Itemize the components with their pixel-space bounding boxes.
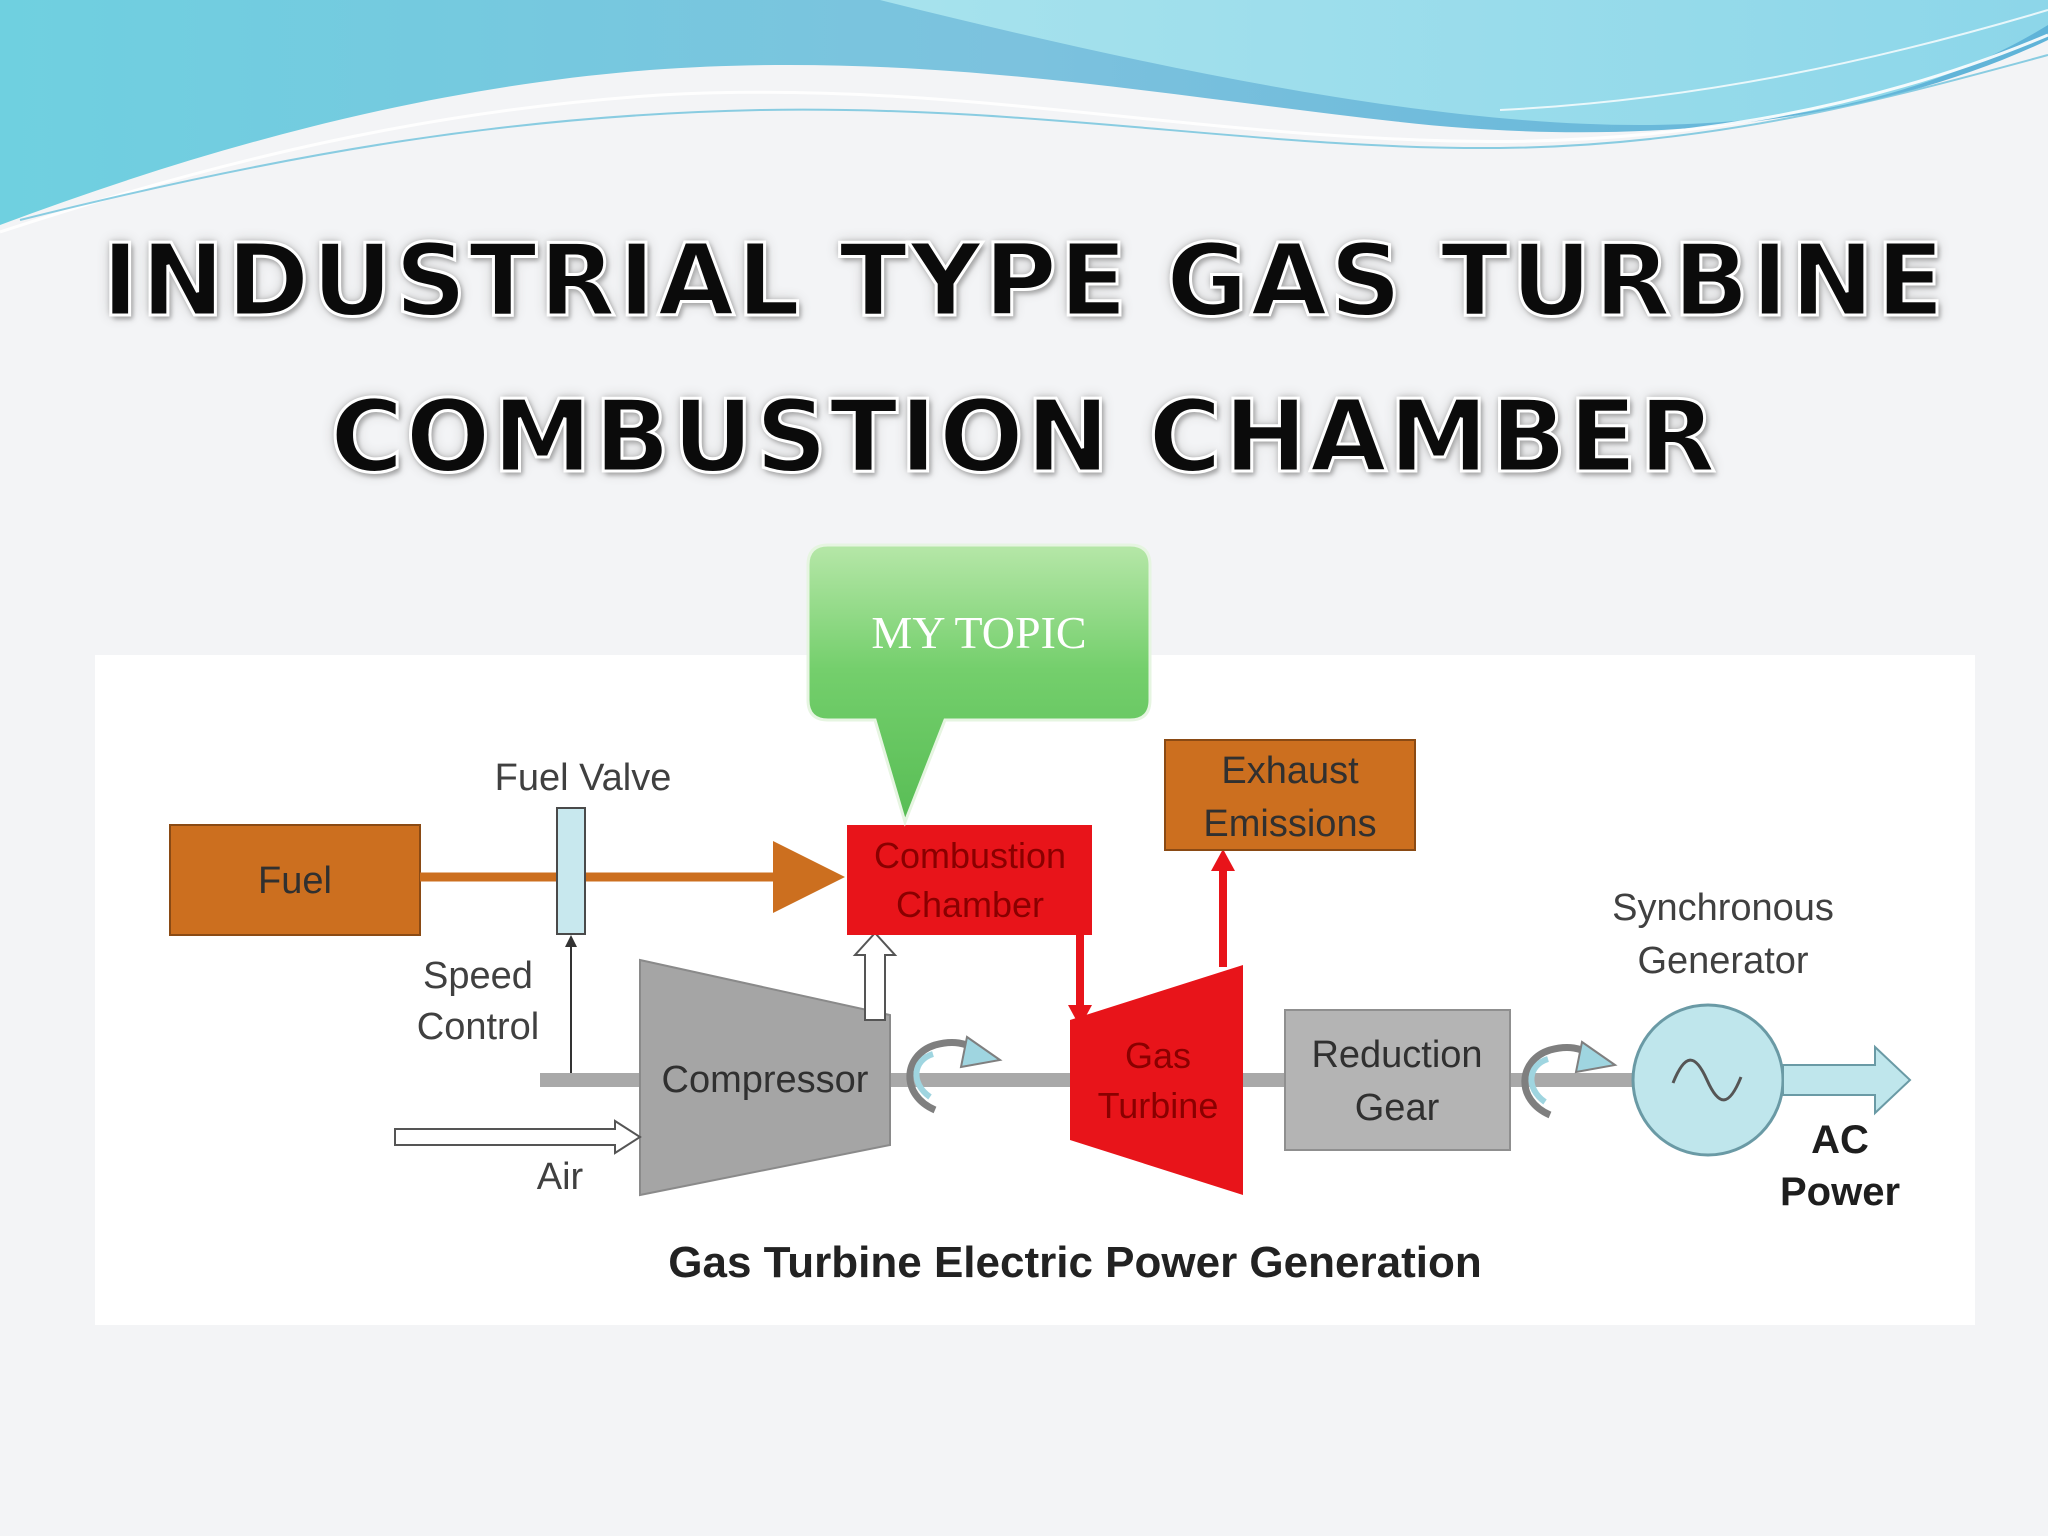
ac-power-label-1: AC [1811, 1118, 1869, 1162]
combustion-chamber-label-2: Chamber [896, 884, 1044, 925]
diagram-caption: Gas Turbine Electric Power Generation [668, 1238, 1481, 1287]
speed-control-label-1: Speed [423, 955, 533, 997]
exhaust-emissions-box [1164, 739, 1416, 851]
fuel-valve-label: Fuel Valve [495, 757, 672, 799]
air-label: Air [537, 1156, 584, 1198]
diagram-panel: Fuel Fuel Valve Speed Control Compressor… [95, 655, 1975, 1325]
speed-control-label-2: Control [417, 1006, 540, 1048]
compressed-air-arrow [852, 931, 898, 1021]
ac-power-arrow [1782, 1044, 1912, 1116]
exhaust-arrowhead [1211, 849, 1235, 871]
synchronous-generator-label-1: Synchronous [1612, 887, 1834, 929]
speed-control-arrowhead [565, 935, 577, 947]
fuel-label: Fuel [258, 860, 332, 902]
ac-power-label-2: Power [1780, 1170, 1900, 1214]
reduction-gear-box [1284, 1009, 1511, 1151]
fuel-valve-icon [556, 807, 586, 935]
compressor-label: Compressor [662, 1059, 869, 1101]
gas-turbine-shape [1070, 965, 1243, 1195]
reduction-gear-label-2: Gear [1355, 1087, 1440, 1129]
callout-label: MY TOPIC [871, 607, 1086, 658]
air-arrow [394, 1119, 642, 1155]
reduction-gear-label-1: Reduction [1311, 1034, 1482, 1076]
gas-turbine-label-1: Gas [1125, 1035, 1191, 1076]
exhaust-emissions-label-1: Exhaust [1221, 750, 1359, 792]
slide-title-line-1: INDUSTRIAL TYPE GAS TURBINE [100, 221, 1947, 341]
exhaust-emissions-label-2: Emissions [1203, 803, 1376, 845]
header-wave-decoration [0, 0, 2048, 234]
gas-turbine-diagram: Fuel Fuel Valve Speed Control Compressor… [169, 739, 1912, 1287]
combustion-chamber-label-1: Combustion [874, 835, 1066, 876]
sine-wave-icon [1671, 1058, 1743, 1102]
gas-turbine-label-2: Turbine [1098, 1085, 1219, 1126]
chamber-to-turbine-arrowhead [1068, 1005, 1092, 1027]
rotation-arrow-icon-2 [1521, 1040, 1618, 1119]
compressor-shape [639, 958, 891, 1197]
combustion-chamber-box [847, 825, 1092, 935]
synchronous-generator-label-2: Generator [1637, 940, 1808, 982]
slide-title-line-2: COMBUSTION CHAMBER [329, 377, 1718, 497]
rotation-arrow-icon-1 [906, 1035, 1003, 1114]
